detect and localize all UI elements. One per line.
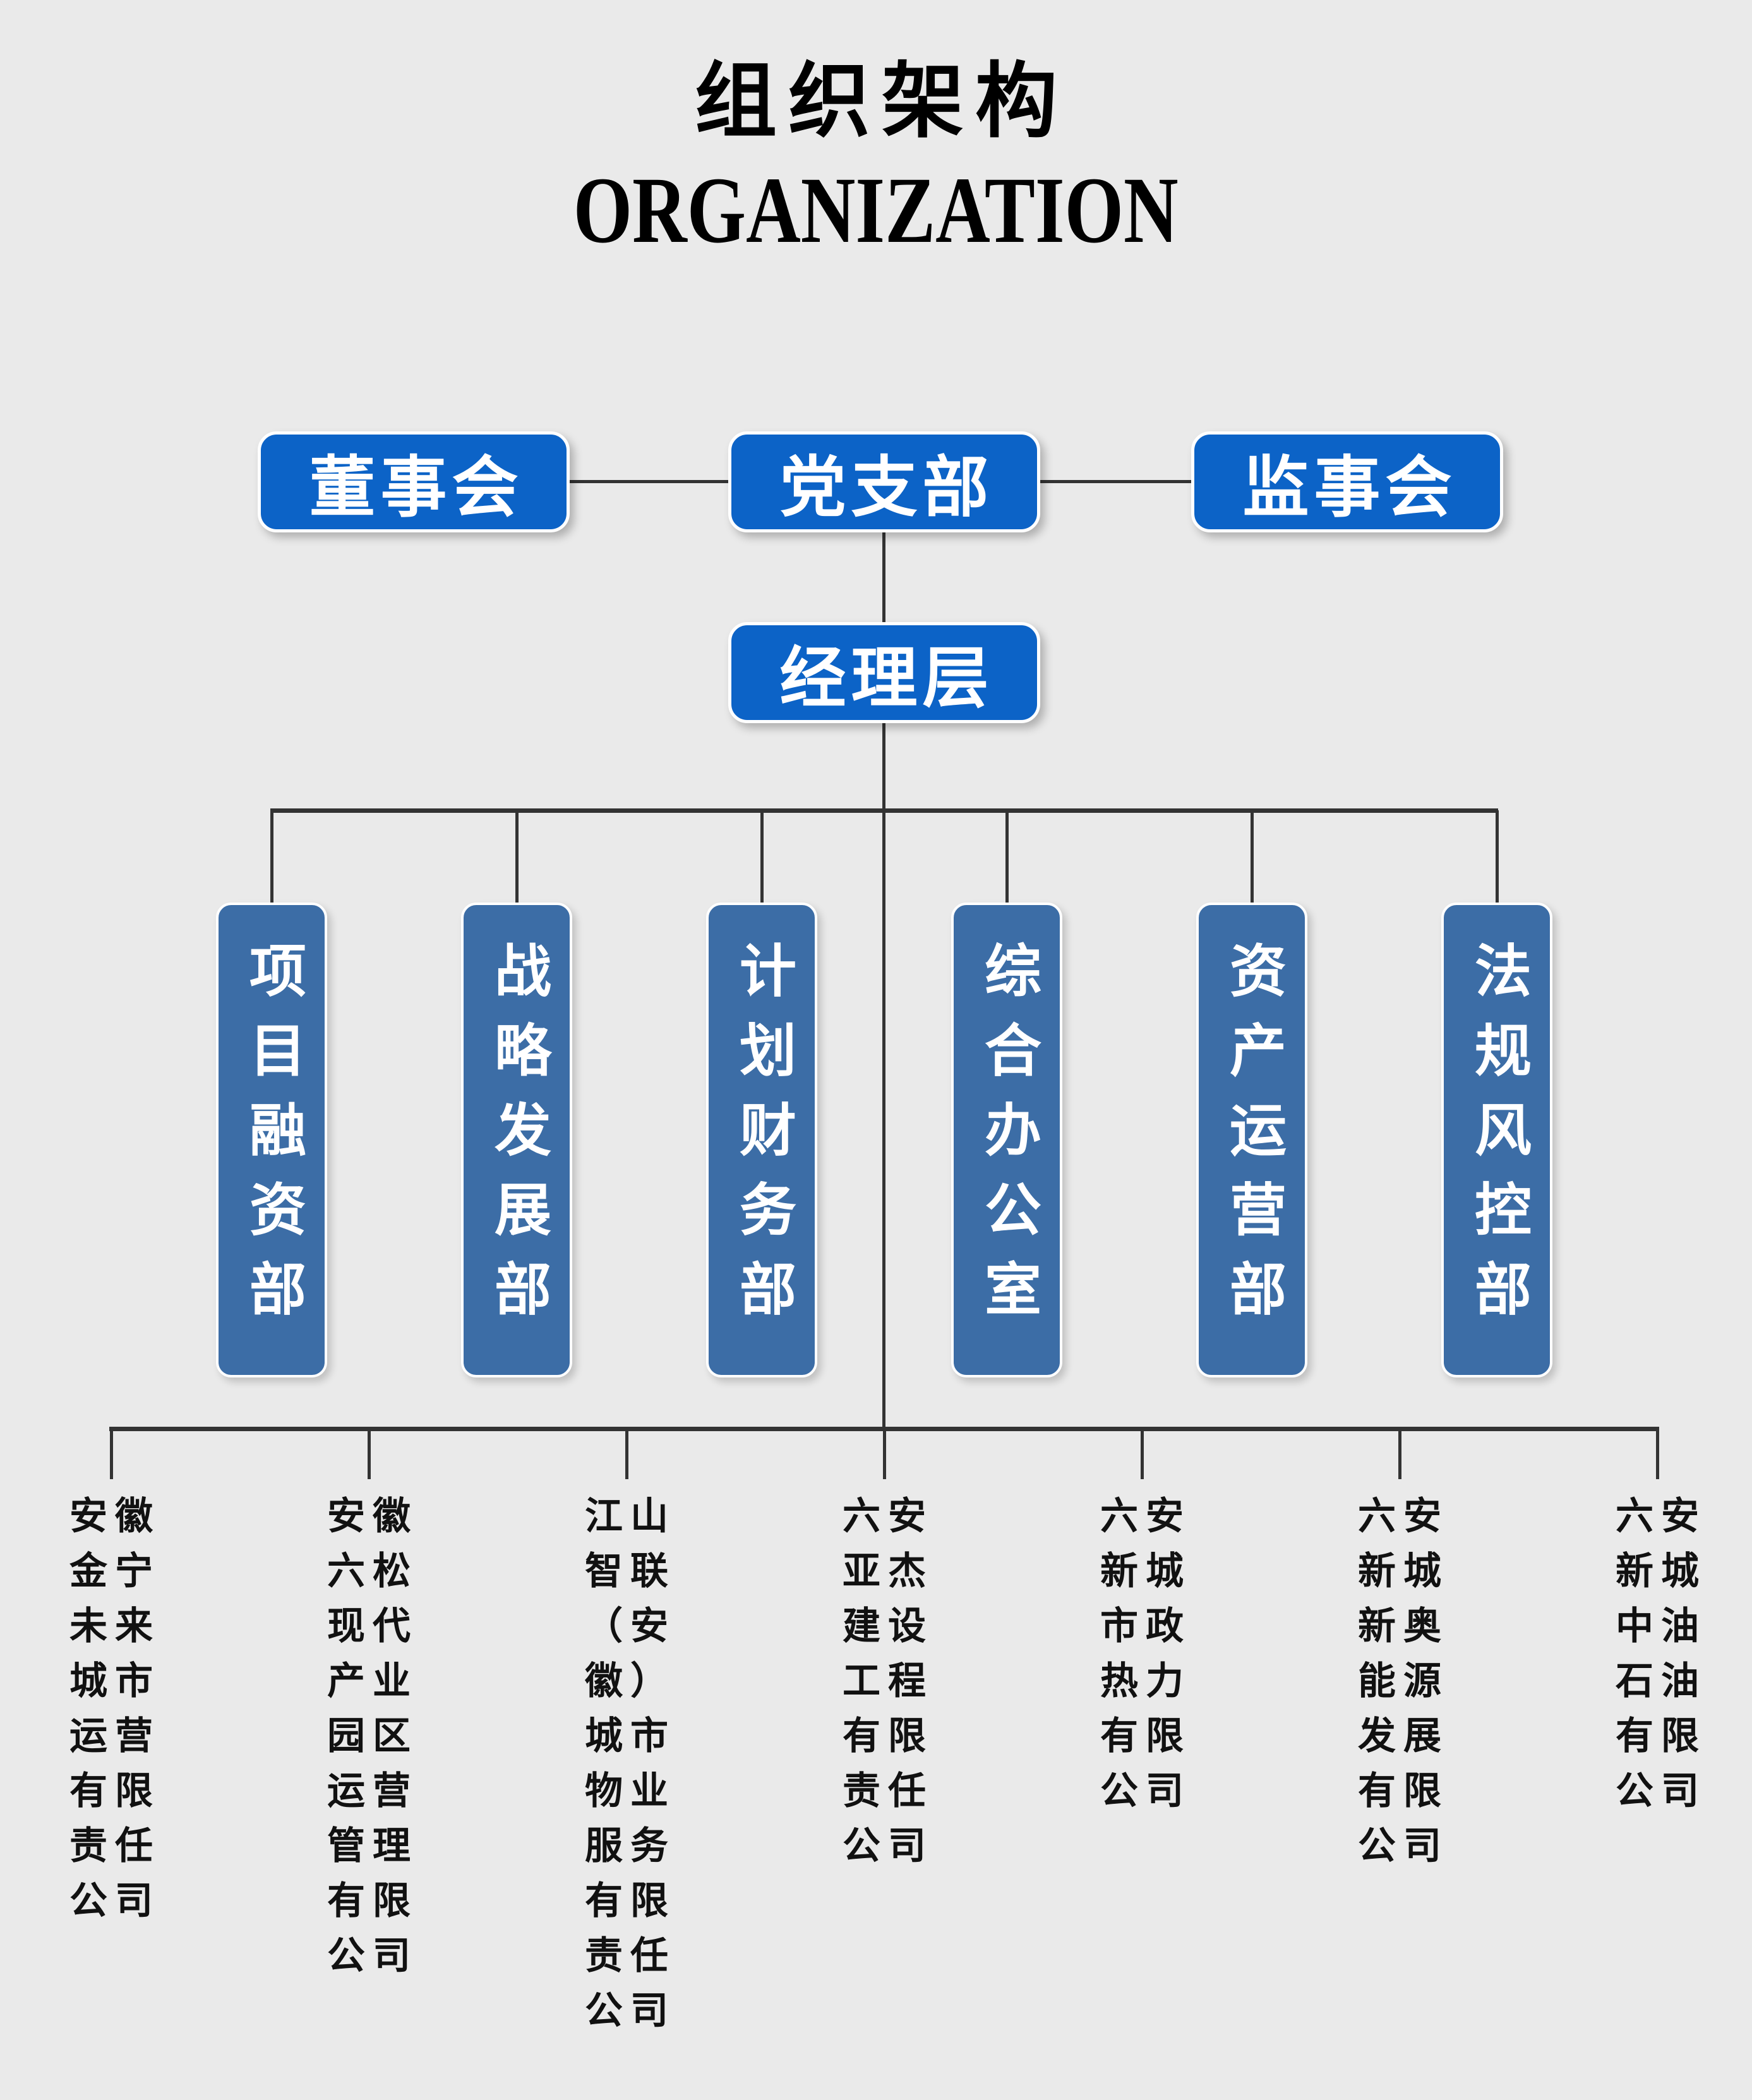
connector-company-5 xyxy=(1141,1429,1144,1479)
company-luan-yajie: 六安 亚杰 建设 工程 有限 责任 公司 xyxy=(843,1496,933,1867)
dept-label: 法规风控部 xyxy=(1466,941,1528,1339)
dept-label: 综合办公室 xyxy=(976,941,1038,1339)
dept-label: 项目融资部 xyxy=(241,941,303,1339)
company-luan-xincheng-zhongyou-petroleum: 六安 新城 中油 石油 有限 公司 xyxy=(1616,1496,1707,1812)
company-jiangshan-zhilian: 江山 智联 （安 徽） 城市 物业 服务 有限 责任 公司 xyxy=(585,1496,676,2032)
page-title-en-text: ORGANIZATION xyxy=(573,158,1179,263)
dept-box-legal-risk-control: 法规风控部 xyxy=(1441,903,1552,1377)
box-management: 经理层 xyxy=(728,622,1040,723)
connector-dept-3 xyxy=(760,810,764,903)
box-supervisory-board: 监事会 xyxy=(1191,431,1503,532)
dept-label: 计划财务部 xyxy=(731,941,793,1339)
box-label: 党支部 xyxy=(779,451,994,525)
page-title-zh: 组织架构 xyxy=(694,57,1069,148)
dept-label: 资产运营部 xyxy=(1221,941,1283,1339)
dept-box-asset-operation: 资产运营部 xyxy=(1196,903,1307,1377)
connector-company-7 xyxy=(1656,1429,1659,1479)
box-label: 经理层 xyxy=(779,642,994,716)
connector-dept-6 xyxy=(1496,810,1499,903)
connector-dept-5 xyxy=(1251,810,1254,903)
connector-company-4 xyxy=(883,1429,886,1479)
dept-box-planning-finance: 计划财务部 xyxy=(706,903,817,1377)
box-label: 董事会 xyxy=(309,451,524,525)
company-anhui-liusong: 安徽 六松 现代 产业 园区 运营 管理 有限 公司 xyxy=(327,1496,418,1977)
connector-company-1 xyxy=(110,1429,113,1479)
dept-box-general-office: 综合办公室 xyxy=(951,903,1062,1377)
connector-party-supervisory xyxy=(1040,480,1191,483)
company-luan-xincheng-xinao-energy: 六安 新城 新奥 能源 发展 有限 公司 xyxy=(1358,1496,1449,1867)
bus-departments xyxy=(270,808,1498,813)
box-board-of-directors: 董事会 xyxy=(258,431,570,532)
box-label: 监事会 xyxy=(1242,451,1457,525)
connector-dept-4 xyxy=(1005,810,1009,903)
company-luan-xincheng-municipal-heating: 六安 新城 市政 热力 有限 公司 xyxy=(1100,1496,1191,1812)
company-anhui-jinning: 安徽 金宁 未来 城市 运营 有限 责任 公司 xyxy=(69,1496,160,1922)
connector-company-6 xyxy=(1398,1429,1401,1479)
dept-box-project-financing: 项目融资部 xyxy=(216,903,327,1377)
connector-company-3 xyxy=(625,1429,628,1479)
page-title-en: ORGANIZATION xyxy=(0,163,1752,258)
connector-dept-2 xyxy=(515,810,519,903)
connector-board-party xyxy=(570,480,728,483)
connector-company-2 xyxy=(368,1429,371,1479)
connector-dept-1 xyxy=(270,810,273,903)
connector-party-management xyxy=(882,532,885,622)
dept-box-strategic-development: 战略发展部 xyxy=(461,903,572,1377)
dept-label: 战略发展部 xyxy=(486,941,548,1339)
connector-spine xyxy=(882,723,885,1429)
box-party-branch: 党支部 xyxy=(728,431,1040,532)
